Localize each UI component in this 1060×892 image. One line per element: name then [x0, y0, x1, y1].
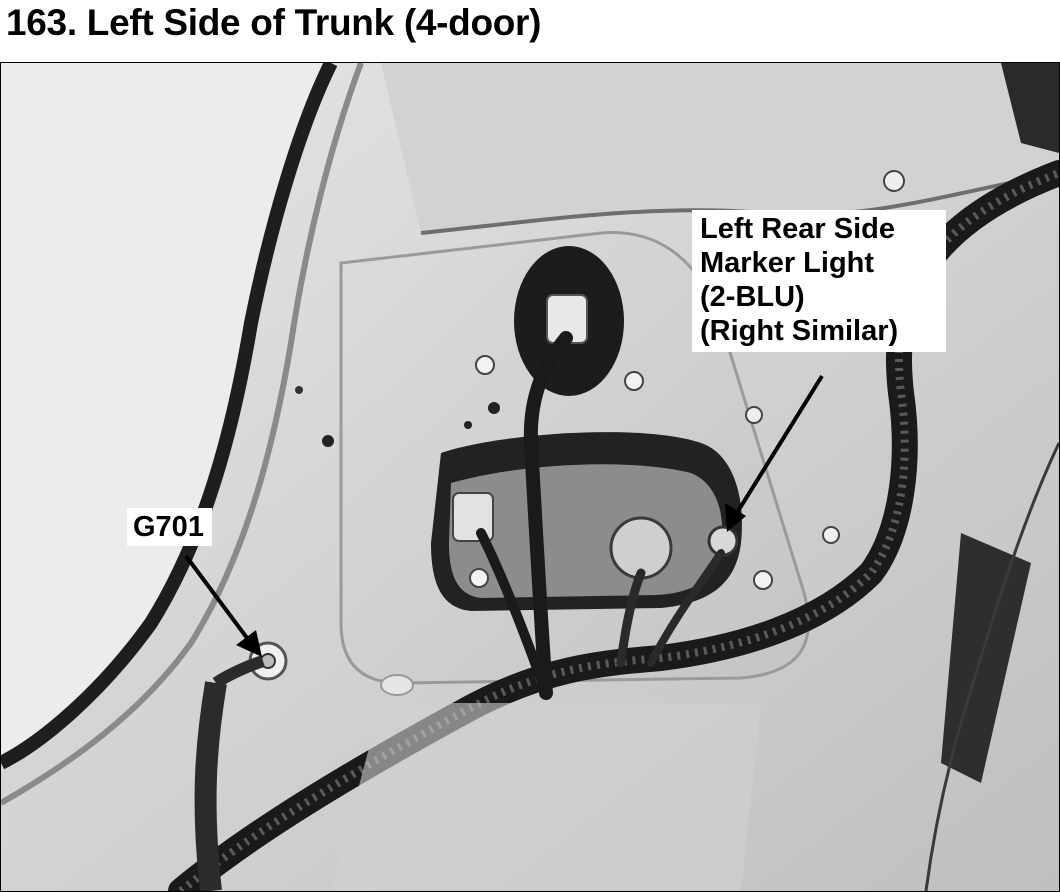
side-marker-callout: Left Rear Side Marker Light (2-BLU) (Rig…: [692, 210, 946, 352]
floor-panel: [331, 703, 761, 891]
floor-pad: [380, 674, 414, 696]
trunk-photo: [0, 62, 1060, 892]
bolt: [883, 170, 905, 192]
foam-strip: [941, 533, 1031, 783]
ground-wire-bundle: [194, 681, 227, 891]
callout-line: (2-BLU): [700, 281, 805, 313]
panel-hole: [488, 402, 500, 414]
ground-wire-bundle: [212, 655, 265, 689]
bolt: [624, 371, 644, 391]
bolt: [822, 526, 840, 544]
panel-hole: [464, 421, 472, 429]
ground-callout: G701: [127, 508, 212, 546]
callout-line: (Right Similar): [700, 315, 899, 347]
callout-line: Left Rear Side: [700, 213, 895, 245]
wire-harness-branch: [476, 528, 551, 698]
left-bulb-socket: [452, 492, 494, 542]
wire-to-side-marker: [647, 549, 725, 667]
panel-hole: [295, 386, 303, 394]
trunk-opening: [1, 63, 331, 763]
bolt: [753, 570, 773, 590]
wire-to-bulb: [616, 568, 646, 668]
wire-harness-branch: [523, 331, 573, 700]
thin-cable: [924, 442, 1059, 891]
body-edge: [1, 63, 364, 806]
bolt: [745, 406, 763, 424]
callout-line: Marker Light: [700, 247, 875, 279]
page-title: 163. Left Side of Trunk (4-door): [6, 2, 542, 43]
bolt: [469, 568, 489, 588]
weatherstrip-seal: [1, 63, 338, 770]
shadow-gap: [1001, 63, 1059, 153]
bolt: [475, 355, 495, 375]
panel-hole: [322, 435, 334, 447]
